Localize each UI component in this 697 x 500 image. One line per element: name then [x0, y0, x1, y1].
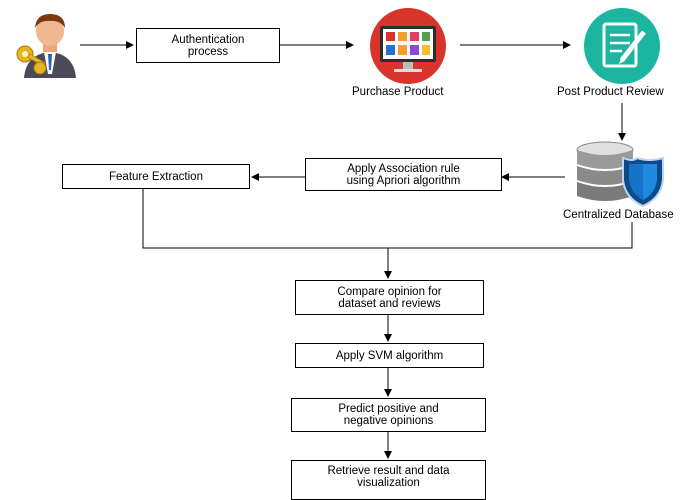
centralized-database-label: Centralized Database: [563, 209, 674, 221]
notepad-pen-icon: [584, 8, 660, 84]
line-feature-merge: [142, 189, 388, 249]
feature-extraction-box: Feature Extraction: [62, 164, 250, 189]
database-shield-icon: [576, 141, 664, 208]
post-product-review-label: Post Product Review: [557, 86, 664, 98]
apply-apriori-box: Apply Association rule using Apriori alg…: [305, 158, 502, 191]
authentication-process-box: Authentication process: [136, 28, 280, 63]
retrieve-result-box: Retrieve result and data visualization: [291, 460, 486, 500]
apply-svm-box: Apply SVM algorithm: [295, 343, 484, 368]
compare-opinion-box: Compare opinion for dataset and reviews: [295, 280, 484, 315]
purchase-product-label: Purchase Product: [352, 86, 444, 98]
user-key-icon: [16, 14, 76, 78]
line-database-merge: [388, 222, 633, 249]
predict-opinions-box: Predict positive and negative opinions: [291, 398, 486, 432]
shopping-monitor-icon: [370, 8, 446, 84]
